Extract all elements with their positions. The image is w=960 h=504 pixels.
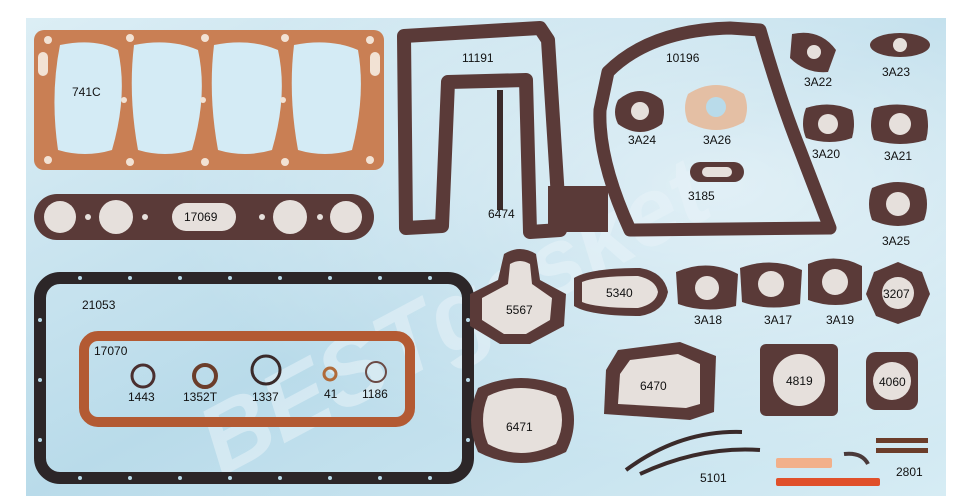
label-5340: 5340: [606, 286, 633, 300]
seal-set: 17070 1443 1352T 1337 41 1186: [79, 331, 415, 427]
gasket-3a26: 3A26: [685, 85, 747, 147]
gasket-3207: 3207: [866, 262, 930, 324]
label-11191: 11191: [462, 51, 494, 65]
gasket-3a18: 3A18: [676, 265, 738, 327]
gasket-4060: 4060: [866, 352, 918, 410]
label-21053: 21053: [82, 298, 116, 312]
gasket-3a17: 3A17: [740, 262, 802, 327]
gasket-6470: 6470: [604, 342, 716, 420]
label-6470: 6470: [640, 379, 667, 393]
label-6471: 6471: [506, 420, 533, 434]
label-3185: 3185: [688, 189, 715, 203]
label-3a17: 3A17: [764, 313, 792, 327]
label-3207: 3207: [883, 287, 910, 301]
label-1337: 1337: [252, 390, 279, 404]
label-3a25: 3A25: [882, 234, 910, 248]
strip-gasket: 6474: [488, 90, 515, 221]
gasket-3185: 3185: [688, 162, 744, 203]
gasket-4819: 4819: [760, 344, 838, 416]
gasket-5340: 5340: [574, 268, 668, 316]
gasket-5567: 5567: [470, 249, 566, 344]
gasket-3a20: 3A20: [803, 104, 854, 161]
label-1186: 1186: [362, 387, 388, 401]
label-4819: 4819: [786, 374, 813, 388]
timing-cover-gasket: 10196: [593, 21, 837, 237]
label-41: 41: [324, 387, 338, 401]
label-4060: 4060: [879, 375, 906, 389]
manifold-gasket: 17069: [34, 194, 374, 240]
label-5567: 5567: [506, 303, 533, 317]
gasket-2801: 2801: [776, 438, 928, 486]
label-3a20: 3A20: [812, 147, 840, 161]
label-2801: 2801: [896, 465, 923, 479]
label-3a24: 3A24: [628, 133, 656, 147]
label-6474: 6474: [488, 207, 515, 221]
label-17070: 17070: [94, 344, 128, 358]
gasket-3a21: 3A21: [871, 104, 928, 163]
front-plate-gasket: 11191: [397, 21, 608, 239]
label-1443: 1443: [128, 390, 155, 404]
label-10196: 10196: [666, 51, 700, 65]
gasket-5101: 5101: [624, 429, 761, 485]
gasket-3a25: 3A25: [869, 182, 927, 248]
gasket-3a22: 3A22: [790, 32, 836, 89]
label-3a22: 3A22: [804, 75, 832, 89]
label-3a26: 3A26: [703, 133, 731, 147]
label-1352t: 1352T: [183, 390, 218, 404]
head-gasket: 741C: [34, 30, 384, 170]
label-3a21: 3A21: [884, 149, 912, 163]
gasket-6471: 6471: [471, 378, 574, 463]
gasket-3a19: 3A19: [808, 258, 862, 327]
label-3a23: 3A23: [882, 65, 910, 79]
label-17069: 17069: [184, 210, 218, 224]
gasket-3a24: 3A24: [615, 91, 664, 147]
oil-pan-gasket: 21053: [34, 272, 474, 484]
label-3a18: 3A18: [694, 313, 722, 327]
label-741c: 741C: [72, 85, 101, 99]
label-3a19: 3A19: [826, 313, 854, 327]
gasket-3a23: 3A23: [870, 33, 930, 79]
label-5101: 5101: [700, 471, 727, 485]
